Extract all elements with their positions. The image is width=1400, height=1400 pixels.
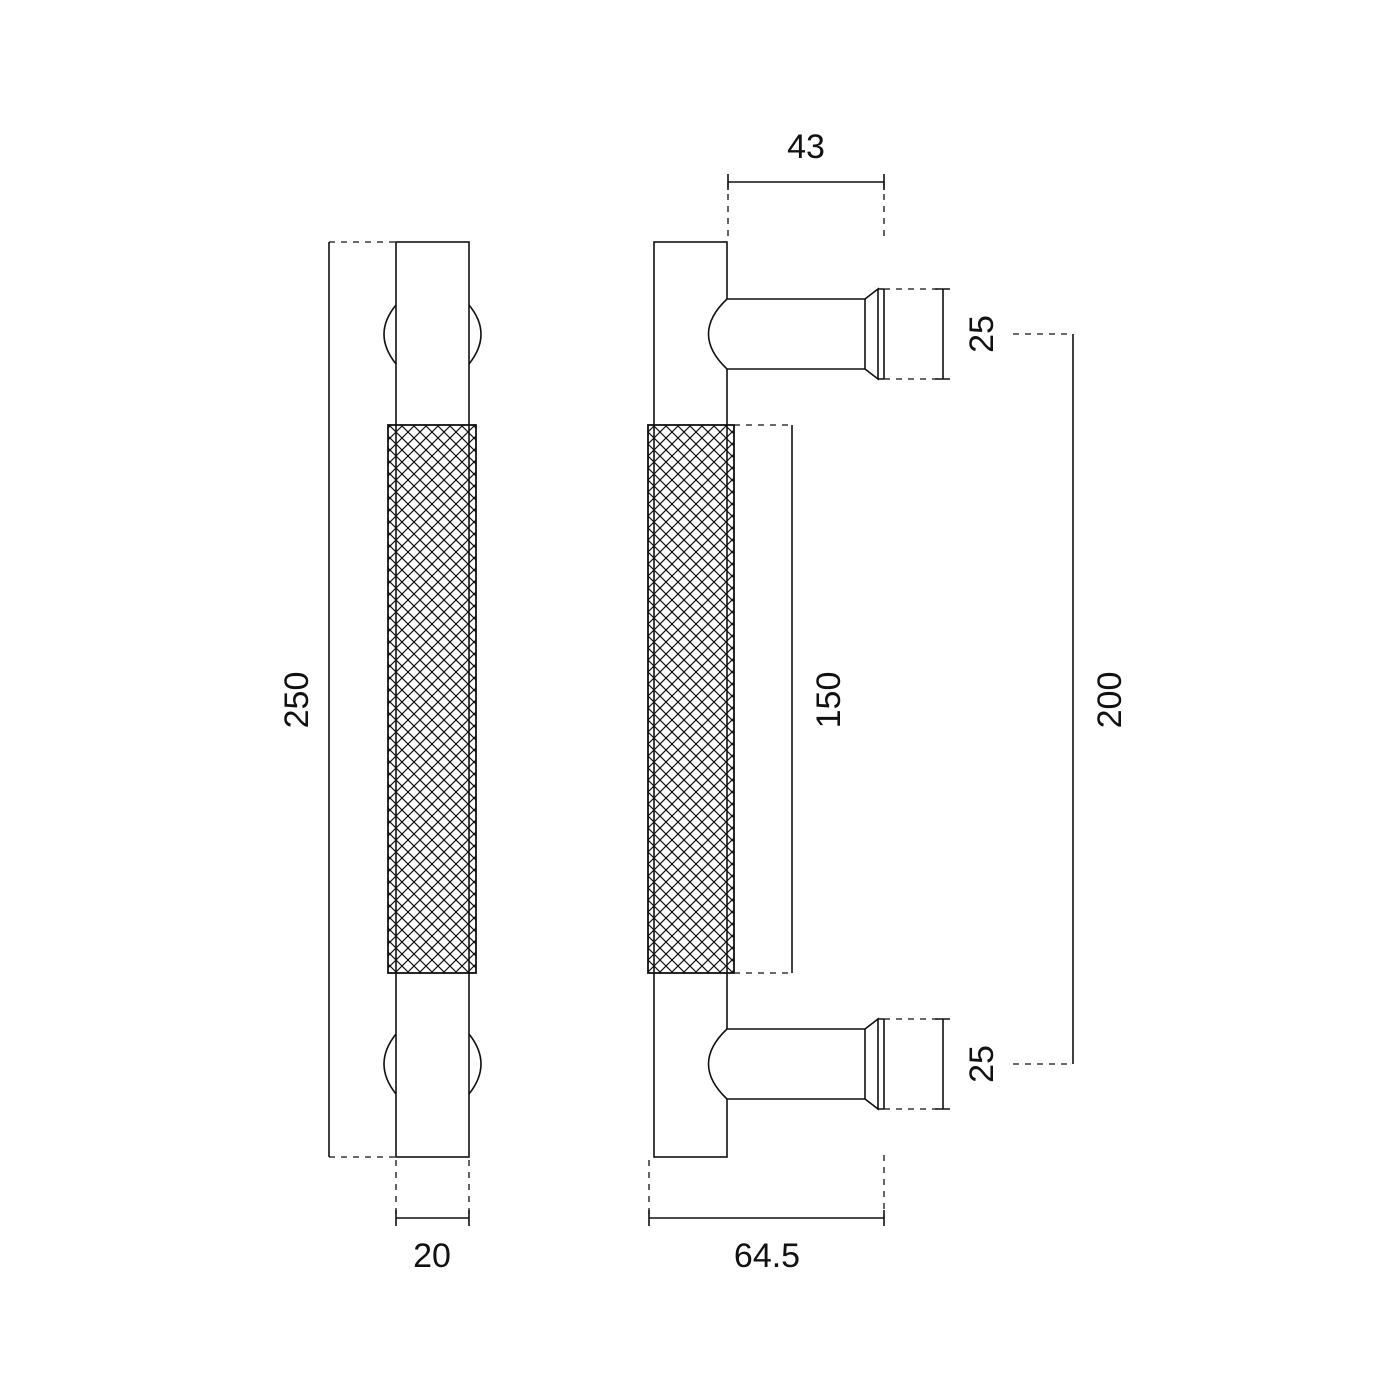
dimension-25-top: 25 — [884, 288, 1001, 380]
dimension-250: 250 — [278, 241, 396, 1158]
side-view — [647, 241, 885, 1158]
standoff-arc-bottom — [383, 1033, 482, 1095]
dimension-20: 20 — [395, 1160, 470, 1275]
dim-label-43: 43 — [787, 128, 825, 166]
dimension-25-bottom: 25 — [884, 1018, 1001, 1110]
dimension-150: 150 — [734, 424, 848, 974]
dim-label-20: 20 — [413, 1237, 451, 1275]
post-bottom — [707, 1017, 885, 1111]
dim-label-25-bottom: 25 — [963, 1045, 1001, 1083]
dim-label-64-5: 64.5 — [734, 1237, 800, 1275]
front-view — [383, 241, 482, 1158]
knurled-grip-side — [647, 424, 735, 974]
post-top — [707, 287, 885, 381]
knurled-grip — [387, 424, 477, 974]
dimension-43: 43 — [727, 128, 885, 242]
dim-label-250: 250 — [278, 672, 316, 729]
dimension-200: 200 — [1013, 333, 1129, 1065]
dim-label-150: 150 — [810, 672, 848, 729]
standoff-arc-top — [383, 304, 482, 365]
dim-label-200: 200 — [1091, 672, 1129, 729]
dim-label-25-top: 25 — [963, 315, 1001, 353]
dimension-64-5: 64.5 — [648, 1155, 885, 1275]
